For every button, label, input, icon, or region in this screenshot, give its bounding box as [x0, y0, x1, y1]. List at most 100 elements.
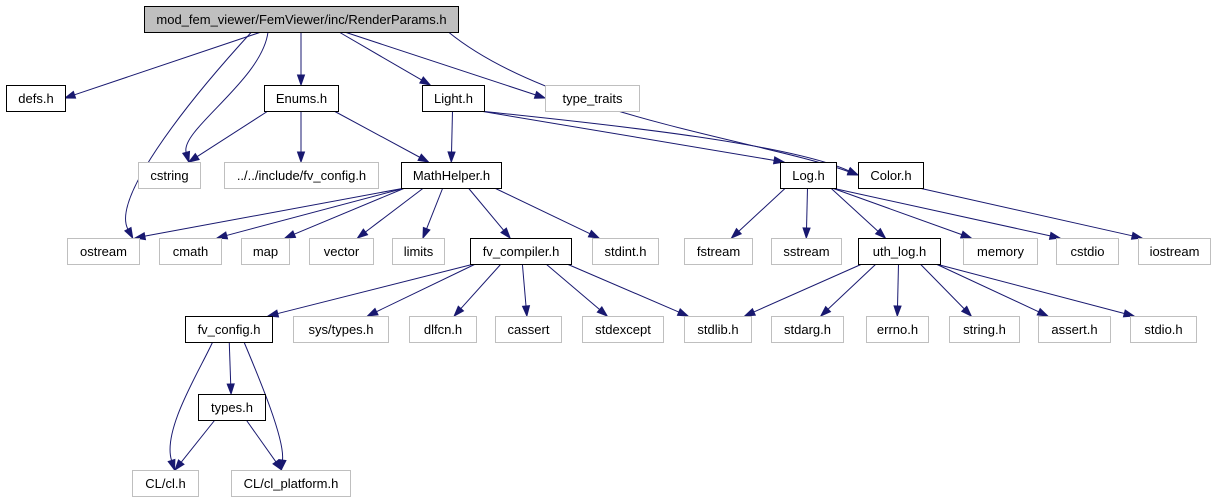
arrowhead-root-to-defs — [63, 90, 77, 99]
node-label-map: map — [253, 244, 278, 259]
edge-log-to-uth_log — [830, 187, 879, 232]
node-label-root: mod_fem_viewer/FemViewer/inc/RenderParam… — [156, 12, 446, 27]
node-box-mathhelper — [401, 162, 502, 189]
node-ostream: ostream — [67, 238, 140, 265]
edge-fv_compiler-to-stdexcept — [545, 263, 600, 310]
arrowhead-uth_log-to-stdio — [1122, 309, 1136, 318]
node-mathhelper[interactable]: MathHelper.h — [401, 162, 502, 189]
node-cassert: cassert — [495, 316, 562, 343]
node-label-fstream: fstream — [697, 244, 740, 259]
edge-root-to-light — [338, 31, 422, 81]
edge-mathhelper-to-ostream — [144, 187, 406, 237]
node-stdint: stdint.h — [592, 238, 659, 265]
edge-mathhelper-to-vector — [365, 187, 424, 233]
arrowhead-root-to-type_traits — [533, 90, 547, 99]
node-label-log: Log.h — [792, 168, 825, 183]
edges-layer — [63, 31, 1144, 472]
node-box-errno — [866, 316, 929, 343]
node-errno: errno.h — [866, 316, 929, 343]
node-stdio: stdio.h — [1130, 316, 1197, 343]
node-cstring: cstring — [138, 162, 201, 189]
node-box-sstream — [771, 238, 842, 265]
node-label-fv_compiler: fv_compiler.h — [483, 244, 560, 259]
node-types[interactable]: types.h — [198, 394, 266, 421]
arrowhead-root-to-enums — [296, 74, 306, 87]
node-box-stdint — [592, 238, 659, 265]
edge-enums-to-mathhelper — [333, 110, 420, 158]
edge-fv_compiler-to-sys_types — [376, 263, 476, 313]
node-box-stdio — [1130, 316, 1197, 343]
arrowhead-fv_compiler-to-dlfcn — [453, 305, 465, 318]
arrowhead-root-to-light — [419, 76, 432, 86]
node-box-log — [780, 162, 837, 189]
edge-light-to-color — [479, 110, 850, 172]
edge-log-to-fstream — [738, 187, 786, 232]
node-fv_config_inc: ../../include/fv_config.h — [224, 162, 379, 189]
node-label-vector: vector — [324, 244, 360, 259]
node-color[interactable]: Color.h — [858, 162, 924, 189]
node-fv_config[interactable]: fv_config.h — [185, 316, 273, 343]
edge-light-to-log — [479, 110, 775, 161]
node-label-fv_config_inc: ../../include/fv_config.h — [237, 168, 366, 183]
node-cl: CL/cl.h — [132, 470, 199, 497]
node-iostream: iostream — [1138, 238, 1211, 265]
node-box-stdlib — [684, 316, 752, 343]
node-fv_compiler[interactable]: fv_compiler.h — [470, 238, 572, 265]
arrowhead-enums-to-fv_config_inc — [296, 151, 306, 164]
node-cstdio: cstdio — [1056, 238, 1119, 265]
node-light[interactable]: Light.h — [422, 85, 485, 112]
node-root[interactable]: mod_fem_viewer/FemViewer/inc/RenderParam… — [144, 6, 459, 33]
node-label-type_traits: type_traits — [563, 91, 623, 106]
arrowhead-types-to-cl_platform — [272, 459, 283, 472]
edge-fv_config-to-cl_platform — [243, 341, 284, 461]
edge-types-to-cl — [180, 419, 216, 463]
node-dlfcn: dlfcn.h — [409, 316, 477, 343]
edge-types-to-cl_platform — [245, 419, 277, 463]
arrowhead-log-to-fstream — [730, 227, 743, 240]
arrowhead-fv_compiler-to-stdexcept — [596, 305, 609, 317]
arrowhead-uth_log-to-errno — [893, 305, 902, 318]
edge-root-to-defs — [74, 31, 262, 96]
arrowhead-root-to-ostream — [123, 226, 134, 240]
node-box-cl — [132, 470, 199, 497]
edge-uth_log-to-errno — [897, 263, 899, 307]
arrowhead-mathhelper-to-limits — [422, 226, 431, 240]
node-uth_log[interactable]: uth_log.h — [858, 238, 941, 265]
edge-uth_log-to-assert_h — [935, 263, 1039, 313]
edge-mathhelper-to-limits — [426, 187, 444, 229]
node-stdarg: stdarg.h — [771, 316, 844, 343]
node-fstream: fstream — [684, 238, 753, 265]
node-type_traits: type_traits — [545, 85, 640, 112]
node-box-fv_compiler — [470, 238, 572, 265]
edge-fv_config-to-cl — [169, 341, 214, 461]
arrowhead-log-to-sstream — [802, 227, 811, 240]
node-stdlib: stdlib.h — [684, 316, 752, 343]
edge-fv_compiler-to-cassert — [521, 263, 527, 307]
node-label-memory: memory — [977, 244, 1024, 259]
node-label-stdlib: stdlib.h — [697, 322, 738, 337]
node-box-types — [198, 394, 266, 421]
node-box-stdexcept — [582, 316, 664, 343]
node-box-fv_config_inc — [224, 162, 379, 189]
edge-fv_compiler-to-dlfcn — [460, 263, 502, 309]
node-label-cstdio: cstdio — [1071, 244, 1105, 259]
node-box-memory — [963, 238, 1038, 265]
node-log[interactable]: Log.h — [780, 162, 837, 189]
node-defs[interactable]: defs.h — [6, 85, 66, 112]
node-enums[interactable]: Enums.h — [264, 85, 339, 112]
arrowhead-mathhelper-to-vector — [356, 228, 369, 239]
node-box-fv_config — [185, 316, 273, 343]
arrowhead-light-to-mathhelper — [447, 151, 456, 164]
node-label-ostream: ostream — [80, 244, 127, 259]
node-box-root — [144, 6, 459, 33]
node-label-errno: errno.h — [877, 322, 918, 337]
node-label-assert_h: assert.h — [1051, 322, 1097, 337]
edge-color-to-iostream — [918, 187, 1133, 237]
edge-uth_log-to-string_h — [919, 263, 965, 310]
node-label-enums: Enums.h — [276, 91, 327, 106]
edge-enums-to-cstring — [196, 110, 269, 158]
node-label-cl_platform: CL/cl_platform.h — [244, 476, 339, 491]
node-box-ostream — [67, 238, 140, 265]
arrowhead-color-to-iostream — [1130, 231, 1144, 240]
